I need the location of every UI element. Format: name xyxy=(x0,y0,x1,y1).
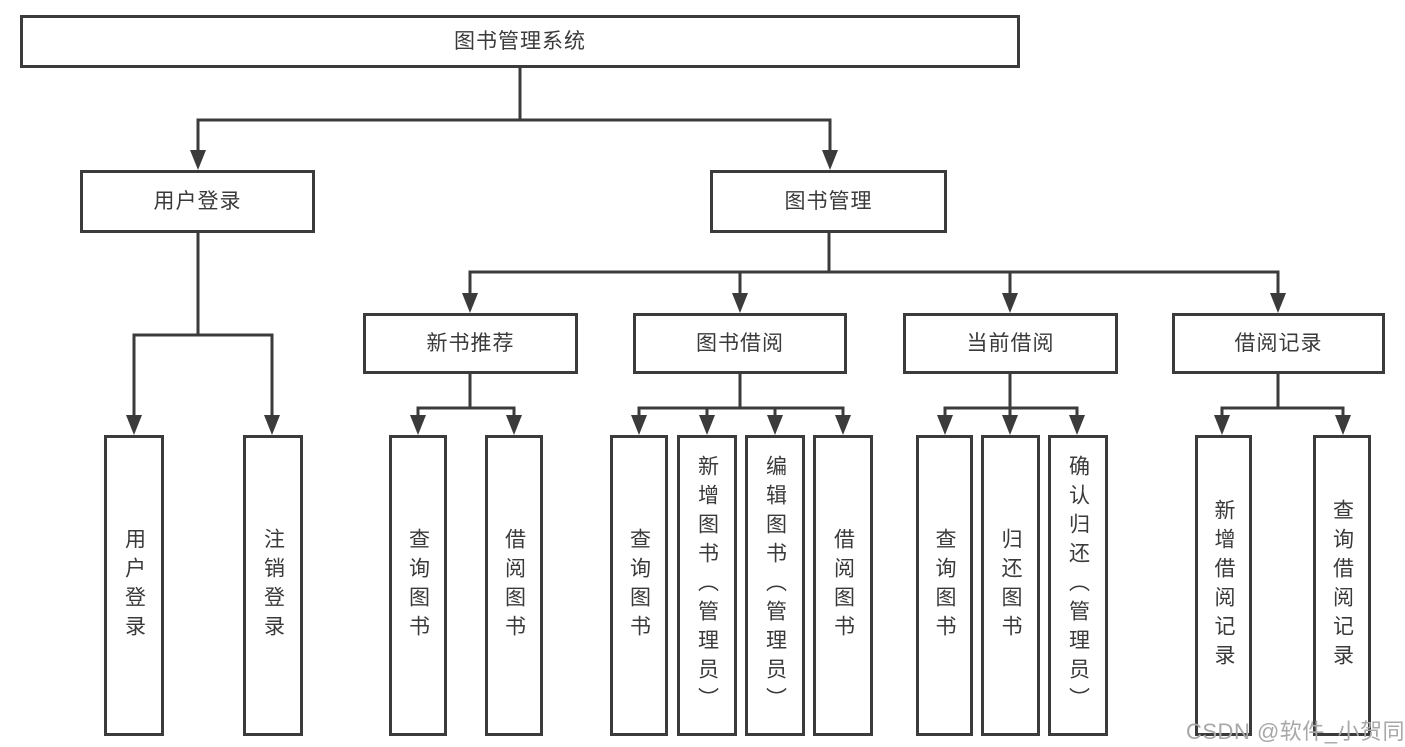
leaf-borrow-books-recommend: 借阅图书 xyxy=(485,435,543,736)
leaf-return-books: 归还图书 xyxy=(981,435,1040,736)
node-user-login-branch-label: 用户登录 xyxy=(153,190,242,213)
leaf-query-borrow-record-label: 查询借阅记录 xyxy=(1330,498,1354,673)
leaf-query-books-current-label: 查询图书 xyxy=(933,527,956,644)
node-user-login-branch: 用户登录 xyxy=(80,170,315,233)
leaf-query-books-current: 查询图书 xyxy=(916,435,973,736)
node-book-borrowing: 图书借阅 xyxy=(633,313,847,374)
leaf-return-books-label: 归还图书 xyxy=(999,527,1022,644)
leaf-add-borrow-record-label: 新增借阅记录 xyxy=(1212,498,1235,673)
node-borrowing-records: 借阅记录 xyxy=(1172,313,1385,374)
leaf-query-books-borrowing: 查询图书 xyxy=(610,435,668,736)
leaf-user-login: 用户登录 xyxy=(104,435,164,736)
node-book-management-branch-label: 图书管理 xyxy=(784,190,873,213)
leaf-add-books-admin-label: 新增图书（管理员） xyxy=(695,455,719,716)
leaf-query-books-borrowing-label: 查询图书 xyxy=(627,527,651,644)
leaf-borrow-books-label: 借阅图书 xyxy=(831,527,855,644)
leaf-query-borrow-record: 查询借阅记录 xyxy=(1313,435,1371,736)
node-book-management-branch: 图书管理 xyxy=(710,170,947,233)
leaf-query-books-recommend-label: 查询图书 xyxy=(406,527,430,644)
leaf-add-borrow-record: 新增借阅记录 xyxy=(1195,435,1252,736)
csdn-watermark: CSDN @软件_小贺同学 xyxy=(1186,719,1405,744)
leaf-borrow-books: 借阅图书 xyxy=(813,435,873,736)
leaf-borrow-books-recommend-label: 借阅图书 xyxy=(502,527,526,644)
leaf-edit-books-admin: 编辑图书（管理员） xyxy=(745,435,805,736)
leaf-confirm-return-admin-label: 确认归还（管理员） xyxy=(1066,455,1090,716)
node-current-borrowing-label: 当前借阅 xyxy=(966,332,1055,355)
node-borrowing-records-label: 借阅记录 xyxy=(1234,332,1323,355)
node-root-label: 图书管理系统 xyxy=(454,30,586,53)
leaf-user-login-label: 用户登录 xyxy=(122,527,146,644)
leaf-confirm-return-admin: 确认归还（管理员） xyxy=(1048,435,1108,736)
leaf-edit-books-admin-label: 编辑图书（管理员） xyxy=(763,455,787,716)
node-current-borrowing: 当前借阅 xyxy=(903,313,1118,374)
leaf-add-books-admin: 新增图书（管理员） xyxy=(677,435,737,736)
node-book-borrowing-label: 图书借阅 xyxy=(696,332,784,355)
node-root: 图书管理系统 xyxy=(20,15,1020,68)
leaf-logout-label: 注销登录 xyxy=(261,527,285,644)
node-new-book-recommend-label: 新书推荐 xyxy=(426,332,515,355)
leaf-logout: 注销登录 xyxy=(243,435,303,736)
node-new-book-recommend: 新书推荐 xyxy=(363,313,578,374)
leaf-query-books-recommend: 查询图书 xyxy=(389,435,447,736)
